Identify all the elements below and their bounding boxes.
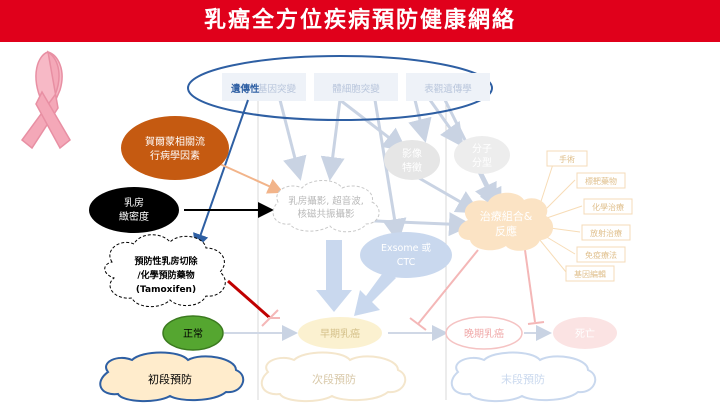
- imaging-label-1: 乳房攝影, 超音波,: [288, 195, 364, 207]
- exosome-node: [360, 232, 452, 278]
- tertiary-prevention-cloud: 末段預防: [450, 351, 597, 402]
- prevention-cloud: 預防性乳房切除 /化學預防藥物 (Tamoxifen): [104, 234, 226, 307]
- therapy-item: 手術: [559, 154, 575, 164]
- density-label-2: 緻密度: [119, 210, 149, 223]
- imaging-cloud: 乳房攝影, 超音波, 核磁共振攝影: [272, 180, 380, 233]
- therapy-box: [581, 224, 631, 241]
- therapy-box: [546, 150, 588, 167]
- prevention-label-3: (Tamoxifen): [136, 285, 196, 295]
- therapy-box: [576, 172, 626, 189]
- top-group-oval: [187, 55, 493, 121]
- exosome-label-1: Exsome 或: [381, 242, 432, 254]
- secondary-prevention-label: 次段預防: [312, 372, 356, 386]
- therapy-item: 基因編輯: [574, 269, 606, 279]
- therapy-box: [576, 246, 626, 263]
- epigenetic-label: 表觀遺傳學: [424, 83, 472, 95]
- therapy-item: 放射治療: [590, 228, 622, 238]
- secondary-prevention-cloud: 次段預防: [260, 351, 407, 402]
- somatic-box: [314, 73, 398, 101]
- tertiary-prevention-label: 末段預防: [501, 372, 545, 386]
- somatic-label: 體細胞突變: [332, 83, 380, 95]
- treatment-label-1: 治療組合&: [480, 209, 533, 223]
- normal-label: 正常: [183, 327, 203, 340]
- early-cancer-node: [298, 317, 382, 349]
- prevention-label-1: 預防性乳房切除: [134, 255, 198, 267]
- molecular-node: [454, 136, 510, 174]
- therapy-item: 標靶藥物: [585, 176, 617, 186]
- therapy-item: 化學治療: [592, 202, 624, 212]
- death-label: 死亡: [575, 327, 595, 340]
- image-feature-node: [384, 140, 440, 180]
- hormone-label-1: 賀爾蒙相關流: [145, 135, 205, 148]
- image-feature-label-2: 特徵: [402, 161, 422, 174]
- germline-box: [222, 73, 306, 101]
- germline-label: 基因突變: [258, 83, 297, 95]
- hormone-node: [121, 116, 229, 180]
- primary-prevention-cloud: 初段預防: [99, 351, 245, 402]
- therapy-item: 免疫療法: [585, 250, 617, 260]
- genetic-to-prevention-arrow: [193, 99, 249, 250]
- image-feature-label-1: 影像: [402, 148, 422, 160]
- treatment-label-2: 反應: [495, 224, 517, 238]
- death-node: [553, 317, 617, 349]
- hormone-label-2: 行病學因素: [150, 149, 200, 162]
- treatment-cloud: 治療組合& 反應: [458, 192, 554, 251]
- genetic-label: 遺傳性: [230, 83, 260, 95]
- imaging-label-2: 核磁共振攝影: [297, 208, 355, 220]
- normal-node: [162, 315, 224, 351]
- density-node: [89, 187, 179, 233]
- late-cancer-node: [445, 316, 523, 350]
- epigenetic-box: [406, 73, 490, 101]
- exosome-label-2: CTC: [397, 257, 416, 268]
- molecular-label-1: 分子: [472, 143, 492, 155]
- primary-prevention-label: 初段預防: [148, 372, 192, 386]
- therapy-list: 手術 標靶藥物 化學治療 放射治療 免疫療法 基因編輯: [546, 150, 633, 282]
- faded-arrows: [278, 98, 502, 243]
- therapy-box: [565, 265, 615, 282]
- molecular-label-2: 分型: [472, 156, 492, 169]
- late-cancer-label: 晚期乳癌: [464, 327, 504, 340]
- prevention-inhibit-line: [227, 279, 271, 320]
- therapy-box: [583, 198, 633, 215]
- page-title: 乳癌全方位疾病預防健康網絡: [0, 0, 720, 42]
- fat-arrows: [316, 240, 396, 316]
- early-cancer-label: 早期乳癌: [320, 327, 360, 340]
- density-label-1: 乳房: [124, 196, 144, 209]
- prevention-label-2: /化學預防藥物: [137, 269, 194, 281]
- pink-ribbon-icon: [20, 50, 71, 150]
